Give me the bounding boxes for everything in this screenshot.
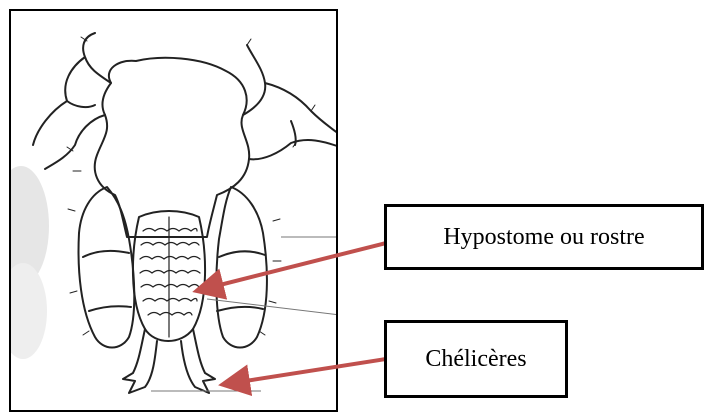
label-hypostome-text: Hypostome ou rostre [443, 224, 644, 251]
label-chelicerae: Chélicères [384, 320, 568, 398]
label-hypostome: Hypostome ou rostre [384, 204, 704, 270]
chelicerae-arrow [226, 359, 386, 384]
label-chelicerae-text: Chélicères [425, 346, 526, 373]
hypostome-arrow [200, 243, 386, 290]
